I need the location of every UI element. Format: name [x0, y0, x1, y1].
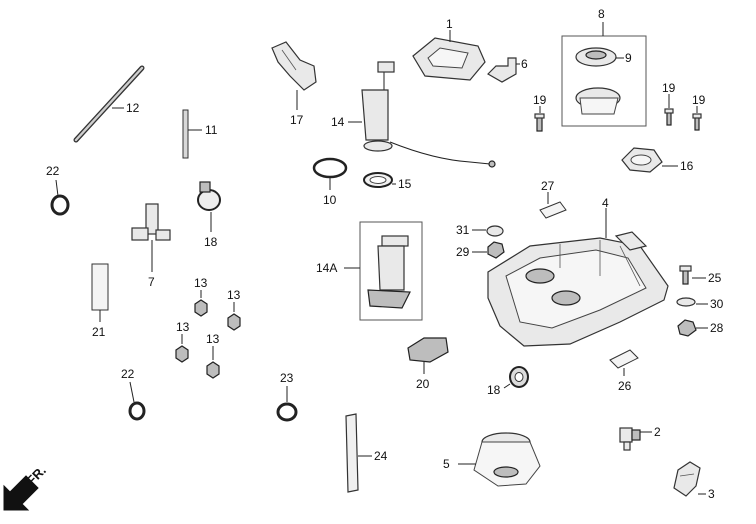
- part-19-bolt-b: 19: [662, 81, 676, 126]
- part-14-fuel-sender: 14: [331, 61, 496, 168]
- callout-27: 27: [541, 179, 555, 193]
- part-22-clip-b: 22: [121, 367, 146, 421]
- callout-5: 5: [443, 457, 450, 471]
- part-3-connector: 3: [673, 461, 715, 501]
- callout-13-c: 13: [176, 320, 190, 334]
- callout-23: 23: [280, 371, 294, 385]
- callout-18-b: 18: [487, 383, 501, 397]
- callout-22-b: 22: [121, 367, 135, 381]
- part-20-bracket: 20: [407, 337, 449, 391]
- part-6-elbow-fitting: 6: [487, 57, 528, 83]
- part-17-bracket: 17: [271, 41, 317, 127]
- part-16-ring-bracket: 16: [621, 147, 694, 173]
- callout-26: 26: [618, 379, 632, 393]
- callout-3: 3: [708, 487, 715, 501]
- callout-6: 6: [521, 57, 528, 71]
- part-13-nut-a: 13: [194, 276, 208, 317]
- part-2-valve: 2: [619, 425, 661, 451]
- part-12-hose: 12: [73, 65, 145, 143]
- part-27-pad: 27: [539, 179, 567, 219]
- part-19-bolt-c: 19: [692, 93, 706, 131]
- callout-25: 25: [708, 271, 722, 285]
- callout-11: 11: [205, 123, 218, 137]
- callout-14a: 14A: [316, 261, 337, 275]
- part-25-bolt: 25: [679, 265, 722, 285]
- part-14a-pump-assembly: 14A: [316, 221, 423, 321]
- callout-12: 12: [126, 101, 140, 115]
- callout-16: 16: [680, 159, 694, 173]
- callout-1: 1: [446, 17, 453, 31]
- part-7-t-joint: 7: [131, 203, 171, 289]
- callout-29: 29: [456, 245, 470, 259]
- part-18-clamp-b: 18: [487, 366, 529, 397]
- part-10-o-ring: 10: [312, 157, 348, 207]
- part-19-bolt-a: 19: [533, 93, 547, 132]
- part-15-gasket: 15: [363, 172, 412, 191]
- part-23-clip: 23: [276, 371, 298, 422]
- part-29-grommet: 29: [456, 241, 505, 259]
- callout-22-a: 22: [46, 164, 60, 178]
- callout-19-a: 19: [533, 93, 547, 107]
- part-18-clamp-a: 18: [197, 181, 221, 249]
- callout-19-b: 19: [662, 81, 676, 95]
- part-21-sleeve: 21: [91, 263, 109, 339]
- part-13-nut-c: 13: [175, 320, 190, 363]
- part-13-nut-b: 13: [227, 288, 241, 331]
- part-5-filler-neck: 5: [443, 432, 541, 487]
- part-22-clip-a: 22: [46, 164, 70, 216]
- callout-13-a: 13: [194, 276, 208, 290]
- part-4-fuel-tank: 4: [487, 196, 669, 347]
- callout-13-b: 13: [227, 288, 241, 302]
- callout-7: 7: [148, 275, 155, 289]
- callout-24: 24: [374, 449, 388, 463]
- callout-13-d: 13: [206, 332, 220, 346]
- callout-19-c: 19: [692, 93, 706, 107]
- callout-2: 2: [654, 425, 661, 439]
- part-28-nut: 28: [677, 319, 724, 337]
- callout-30: 30: [710, 297, 724, 311]
- callout-4: 4: [602, 196, 609, 210]
- callout-8: 8: [598, 7, 605, 21]
- part-1-cover-plate: 1: [412, 17, 486, 81]
- callout-15: 15: [398, 177, 412, 191]
- callout-20: 20: [416, 377, 430, 391]
- callout-14: 14: [331, 115, 345, 129]
- callout-31: 31: [456, 223, 470, 237]
- callout-10: 10: [323, 193, 337, 207]
- callout-9: 9: [625, 51, 632, 65]
- callout-21: 21: [92, 325, 106, 339]
- callout-17: 17: [290, 113, 304, 127]
- part-8-fuel-cap-assembly: 8 9: [561, 7, 647, 127]
- part-30-washer: 30: [676, 297, 724, 311]
- callout-28: 28: [710, 321, 724, 335]
- callout-18-a: 18: [204, 235, 218, 249]
- part-13-nut-d: 13: [206, 332, 220, 379]
- front-direction-indicator: FR.: [3, 463, 49, 511]
- part-26-pad: 26: [609, 349, 639, 393]
- part-31-grommet: 31: [456, 223, 504, 237]
- part-24-hose: 24: [345, 413, 388, 493]
- part-11-tube: 11: [182, 109, 218, 159]
